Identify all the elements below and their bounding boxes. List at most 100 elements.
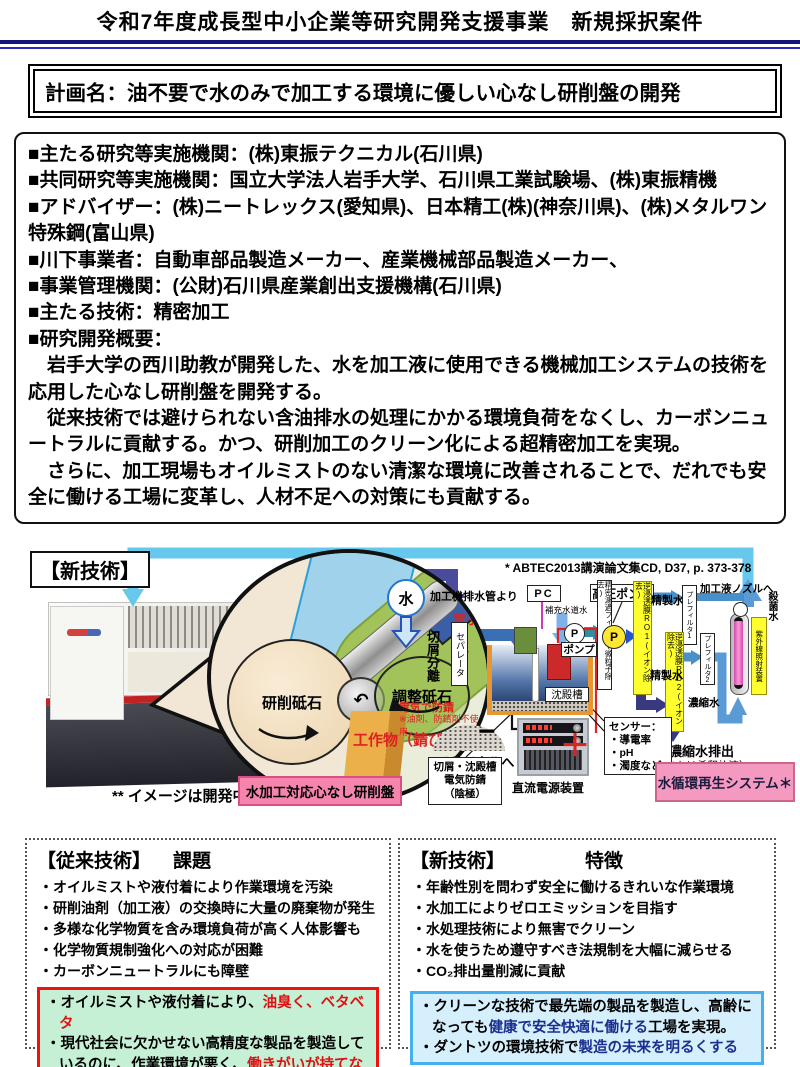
highlight-text: 工場を実現。	[648, 1019, 736, 1036]
nozzle-label: 加工液ノズルへ	[700, 583, 774, 595]
rotation-arrow-icon: ↶	[353, 690, 369, 710]
tank-sediment	[492, 701, 588, 711]
conventional-bullets: ・オイルミストや液付着により作業環境を汚染・研削油剤（加工液）の交換時に大量の廃…	[37, 877, 379, 982]
inlet-label: 加工機排水管より	[430, 591, 518, 603]
uv-device-label: 紫外線照射装置	[751, 617, 767, 695]
header-divider-thick	[0, 40, 800, 44]
pump-gauge: P	[564, 623, 585, 644]
battery-minus: −	[425, 561, 434, 578]
water-recycle-system-label: 水循環再生システム＊	[655, 762, 795, 802]
highlight-line: ・現代社会に欠かせない高精度な製品を製造しているのに、作業環境が悪く、働きがいが…	[46, 1034, 370, 1067]
newtech-bullets: ・年齢性別を問わず安全に働けるきれいな作業環境・水加工によりゼロエミッションを目…	[410, 877, 764, 982]
conventional-title: 【従来技術】	[37, 851, 152, 872]
cathode-line: 切屑・沈殿槽	[433, 761, 497, 774]
battery-symbol	[437, 563, 471, 595]
sensor-line: ・pH	[609, 747, 634, 760]
ro1-to-ro2-pipe	[636, 691, 658, 710]
overview-line: ■主たる研究等実施機関：(株)東振テクニカル(石川県)	[28, 144, 483, 165]
newtech-bullet: ・水処理技術により無害でクリーン	[412, 921, 636, 937]
hp-pump-connector	[612, 601, 623, 624]
plan-name-text: 計画名：油不要で水のみで加工する環境に優しい心なし研削盤の開発	[33, 69, 777, 113]
new-technology-heading: 【新技術】	[30, 551, 150, 588]
plan-name-box: 計画名：油不要で水のみで加工する環境に優しい心なし研削盤の開発	[28, 64, 782, 118]
conventional-subtitle: 課題	[173, 851, 212, 872]
newtech-title: 【新技術】	[410, 851, 506, 872]
brand-logo	[67, 629, 101, 636]
ro1-out-arrowhead	[671, 590, 683, 605]
technology-diagram: 研削砥石 ↶ 調整砥石 水 − + 電源 電子	[0, 545, 800, 837]
page-title: 令和7年度成長型中小企業等研究開発支援事業 新規採択案件	[96, 11, 704, 34]
battery-plus: +	[471, 555, 480, 572]
sterile-water-label: 殺菌水	[766, 591, 777, 621]
conventional-highlight-box: ・オイルミストや液付着により、油臭く、ベタベタ・現代社会に欠かせない高精度な製品…	[37, 987, 379, 1067]
highlight-emphasis: 製造の未来を明るくする	[578, 1040, 739, 1057]
overview-line: 従来技術では避けられない含油排水の処理にかかる環境負荷をなくし、カーボンニュート…	[28, 408, 770, 456]
prefilter1-box: プレフィルタ1	[682, 585, 697, 645]
anode-plus-sign: ＋	[560, 730, 590, 763]
overview-line: さらに、加工現場もオイルミストのない清潔な環境に改善されることで、だれでも安全に…	[28, 460, 767, 509]
sensor-line: ・濁度など	[609, 760, 662, 773]
machine-name-label: 水加工対応心なし研削盤	[238, 776, 402, 806]
grinding-wheel-rotation-arrow	[258, 727, 314, 740]
conventional-title-row: 【従来技術】課題	[37, 846, 379, 873]
header-divider-thin	[0, 47, 800, 49]
new-technology-box: 【新技術】特徴 ・年齢性別を問わず安全に働けるきれいな作業環境・水加工によりゼロ…	[398, 838, 776, 1065]
highlight-text: ・クリーンな技術で最先端の製品を製造し、高齢になっても	[419, 999, 752, 1036]
tank-label: 沈殿槽	[545, 687, 589, 702]
conventional-bullet: ・多様な化学物質を含み環境負荷が高く人体影響も	[39, 921, 361, 937]
newtech-highlight-box: ・クリーンな技術で最先端の製品を製造し、高齢になっても健康で安全快適に働ける工場…	[410, 991, 764, 1065]
dc-vent-grille	[524, 750, 582, 770]
grinding-wheel: 研削砥石	[227, 639, 357, 765]
overview-line: ■主たる技術：精密加工	[28, 302, 230, 324]
concentrate-label: 濃縮水	[688, 697, 720, 709]
uv-lamp-tube	[734, 617, 743, 689]
prefilter2-box: プレフィルタ2	[700, 633, 715, 685]
dc-power-supply	[517, 718, 589, 776]
power-label: 電源	[463, 595, 488, 609]
magnifier-annotations	[258, 563, 471, 741]
clean-water-arrowhead	[122, 589, 144, 607]
highlight-line: ・ダントツの環境技術で製造の未来を明るくする	[419, 1038, 755, 1059]
ro1-box: 逆浸透膜RO1(イオン除去)	[633, 581, 652, 695]
conventional-bullet: ・化学物質規制強化への対応が困難	[39, 942, 263, 958]
overview-line: ■研究開発概要：	[28, 328, 173, 350]
dc-display-row	[523, 736, 583, 746]
cathode-line: （陰極）	[444, 787, 486, 800]
uv-in-arrowhead	[729, 697, 747, 715]
regulating-wheel-rotation-head	[389, 697, 405, 711]
conventional-technology-box: 【従来技術】課題 ・オイルミストや液付着により作業環境を汚染・研削油剤（加工液）…	[25, 838, 391, 1067]
newtech-title-row: 【新技術】特徴	[410, 846, 764, 873]
pc-box: PC	[527, 585, 561, 602]
overview-line: ■川下事業者：自動車部品製造メーカー、産業機械部品製造メーカー、	[28, 249, 629, 271]
purified-water-label-2: 精製水	[650, 670, 683, 682]
overview-line: ■アドバイザー：(株)ニートレックス(愛知県)、日本精工(株)(神奈川県)、(株…	[28, 196, 768, 245]
dc-display-row	[523, 723, 583, 733]
prefilter2-to-uv-pipe	[715, 652, 743, 724]
highlight-emphasis: 油臭く、ベタベタ	[59, 995, 365, 1032]
highlight-line: ・オイルミストや液付着により、油臭く、ベタベタ	[46, 993, 370, 1034]
sensor-box: センサー：・導電率・pH・濁度など	[604, 717, 672, 775]
ro2-out-arrowhead	[691, 650, 703, 665]
chip-separation-label: 切屑分離	[425, 630, 440, 682]
separator-box: セパレータ	[451, 622, 468, 686]
cathode-wire	[510, 711, 517, 731]
conventional-bullet: ・オイルミストや液付着により作業環境を汚染	[39, 879, 333, 895]
regulating-wheel-label: 調整砥石	[391, 688, 452, 706]
cathode-box: 切屑・沈殿槽電気防錆（陰極）	[428, 757, 502, 805]
no-oil-note: ※油剤、防錆剤不使用	[399, 714, 479, 737]
ro1-to-ro2-arrowhead	[656, 697, 669, 713]
newtech-bullet: ・水加工によりゼロエミッションを目指す	[412, 900, 678, 916]
ro2-box: 逆浸透膜RO2(イオン除去)	[665, 632, 684, 732]
overview-lines: ■主たる研究等実施機関：(株)東振テクニカル(石川県) ■共同研究等実施機関：国立…	[28, 142, 772, 512]
overview-line: ■共同研究等実施機関：国立大学法人岩手大学、石川県工業試験場、(株)東振精機	[28, 170, 718, 192]
highlight-text: ・オイルミストや液付着により、	[46, 995, 263, 1011]
cathode-minus-sign: −	[478, 715, 496, 748]
grinding-wheel-rotation-head	[305, 725, 319, 741]
reference-citation: * ABTEC2013講演論文集CD, D37, p. 373-378	[505, 561, 752, 575]
tank-electrode	[532, 648, 539, 702]
conventional-bullet: ・カーボンニュートラルにも障壁	[39, 963, 249, 979]
overview-line: ■事業管理機関：(公財)石川県産業創出支援機構(石川県)	[28, 276, 502, 298]
supply-water-label: 補充水道水	[545, 605, 588, 615]
pressure-gauge: P	[602, 625, 626, 649]
highlight-text: ・ダントツの環境技術で	[419, 1040, 579, 1057]
